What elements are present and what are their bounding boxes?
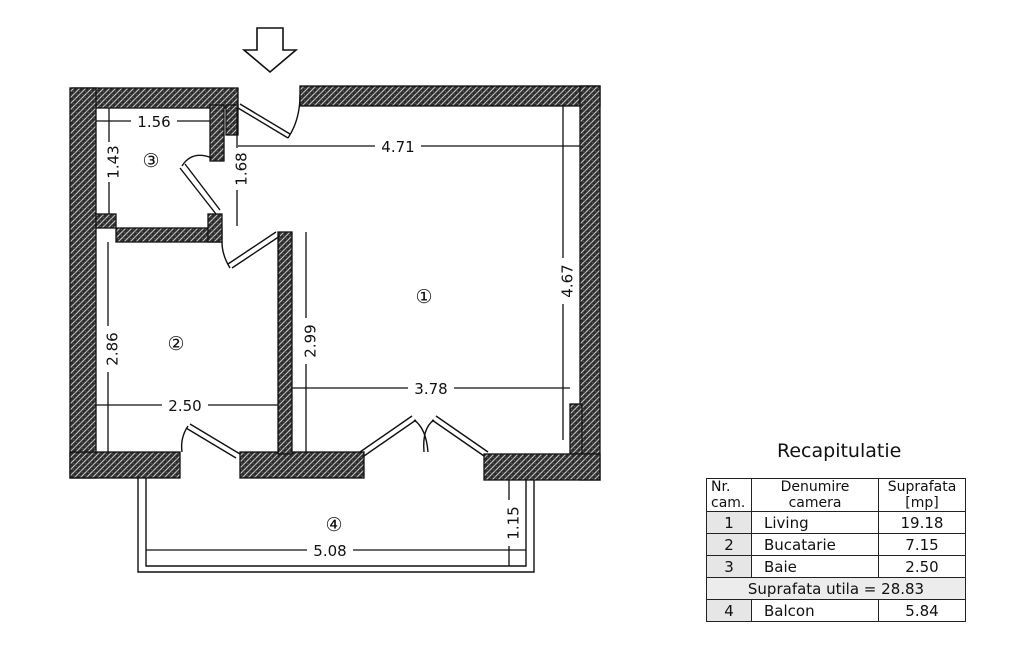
- dim-baie-width: 1.56: [137, 113, 170, 131]
- dim-kitchen-height: 2.86: [104, 332, 122, 365]
- recap-title: Recapitulatie: [777, 440, 902, 462]
- usable-area-row: Suprafata utila = 28.83: [706, 577, 966, 600]
- dim-hall-height: 1.68: [233, 152, 251, 185]
- header-name: Denumire camera: [751, 478, 879, 512]
- dim-living-bottom-width: 3.78: [414, 380, 447, 398]
- row-area: 5.84: [878, 599, 966, 622]
- dim-balcony-depth: 1.15: [505, 506, 523, 539]
- row-nr: 3: [706, 555, 752, 578]
- balcony-outline: [137, 478, 535, 573]
- room-number-4: ④: [325, 514, 342, 536]
- recap-header-row: Nr. cam. Denumire camera Suprafata [mp]: [706, 478, 966, 512]
- row-nr: 1: [706, 511, 752, 534]
- dim-baie-height: 1.43: [105, 145, 123, 178]
- dim-living-top-width: 4.71: [381, 138, 414, 156]
- table-row: 3 Baie 2.50: [706, 555, 966, 578]
- table-row: 4 Balcon 5.84: [706, 599, 966, 622]
- room-number-3: ③: [142, 150, 159, 172]
- dim-living-height: 4.67: [559, 264, 577, 297]
- row-area: 2.50: [878, 555, 966, 578]
- dimension-labels: 1.56 1.43 1.68 4.71 4.67 2.86 2.99 2.50 …: [99, 112, 577, 560]
- dim-kitchen-width: 2.50: [168, 397, 201, 415]
- usable-area-total: Suprafata utila = 28.83: [706, 577, 966, 600]
- row-name: Living: [751, 511, 879, 534]
- down-arrow-icon: [241, 27, 299, 74]
- room-numbers: ③ ② ① ④: [142, 150, 432, 536]
- row-name: Baie: [751, 555, 879, 578]
- row-area: 19.18: [878, 511, 966, 534]
- walls: [69, 85, 601, 481]
- room-number-2: ②: [167, 333, 184, 355]
- table-row: 1 Living 19.18: [706, 511, 966, 534]
- row-name: Balcon: [751, 599, 879, 622]
- room-number-1: ①: [415, 286, 432, 308]
- table-row: 2 Bucatarie 7.15: [706, 533, 966, 556]
- row-name: Bucatarie: [751, 533, 879, 556]
- recap-table: Nr. cam. Denumire camera Suprafata [mp] …: [706, 478, 966, 622]
- dim-partition-height: 2.99: [302, 324, 320, 357]
- row-nr: 4: [706, 599, 752, 622]
- header-nr: Nr. cam.: [706, 478, 752, 512]
- dim-balcony-width: 5.08: [313, 542, 346, 560]
- row-nr: 2: [706, 533, 752, 556]
- row-area: 7.15: [878, 533, 966, 556]
- doors: [179, 94, 489, 459]
- header-area: Suprafata [mp]: [878, 478, 966, 512]
